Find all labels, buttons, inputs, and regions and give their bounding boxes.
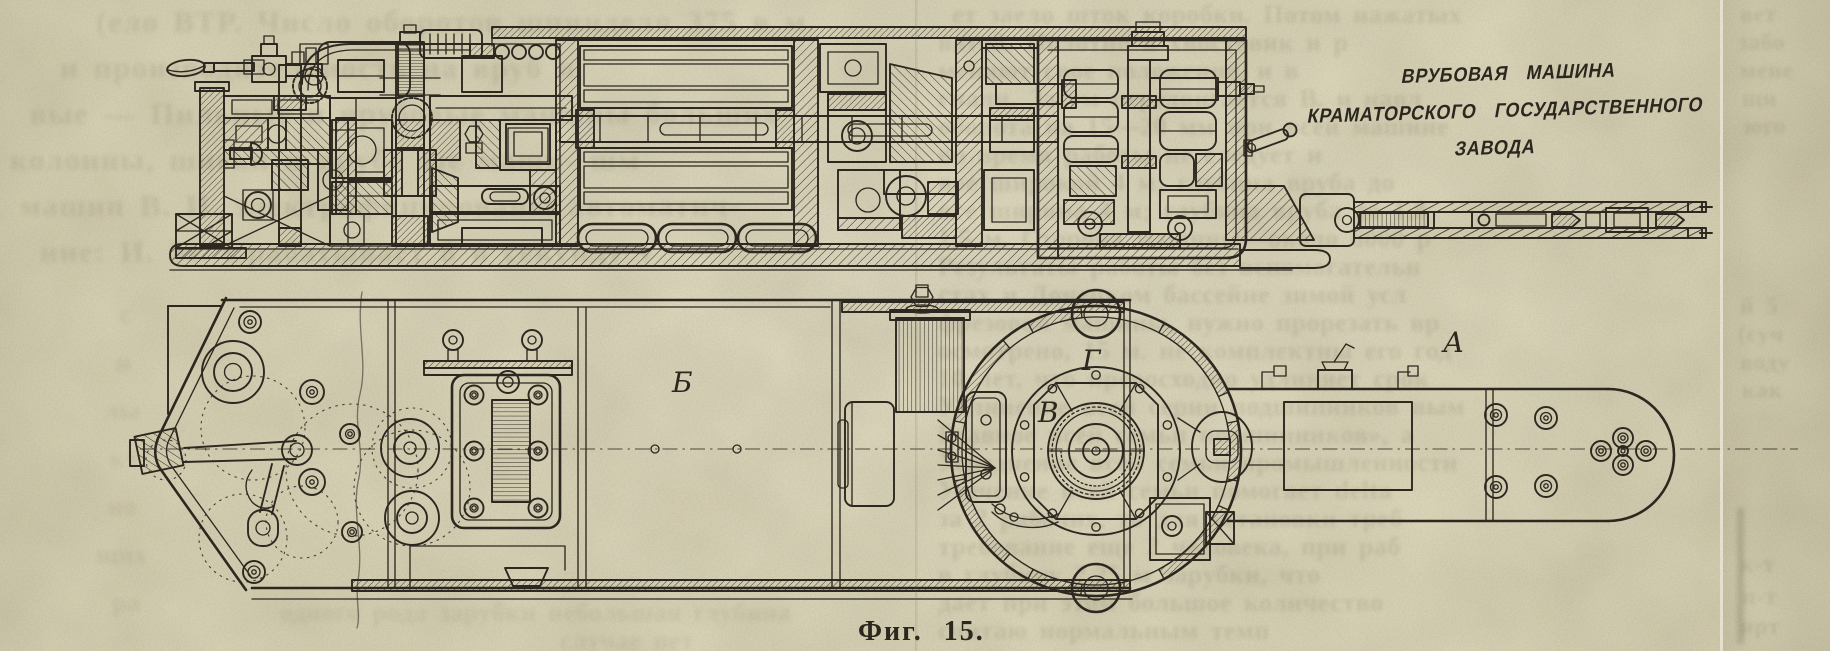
figure-title: ВРУБОВАЯ МАШИНА КРАМАТОРСКОГО ГОСУДАРСТВ… bbox=[1298, 50, 1707, 173]
plan-view bbox=[129, 284, 1798, 614]
paper-fold-line bbox=[915, 0, 918, 651]
figure-caption: Фиг. 15. bbox=[858, 616, 985, 647]
scan-shadow-streak bbox=[1737, 508, 1744, 644]
